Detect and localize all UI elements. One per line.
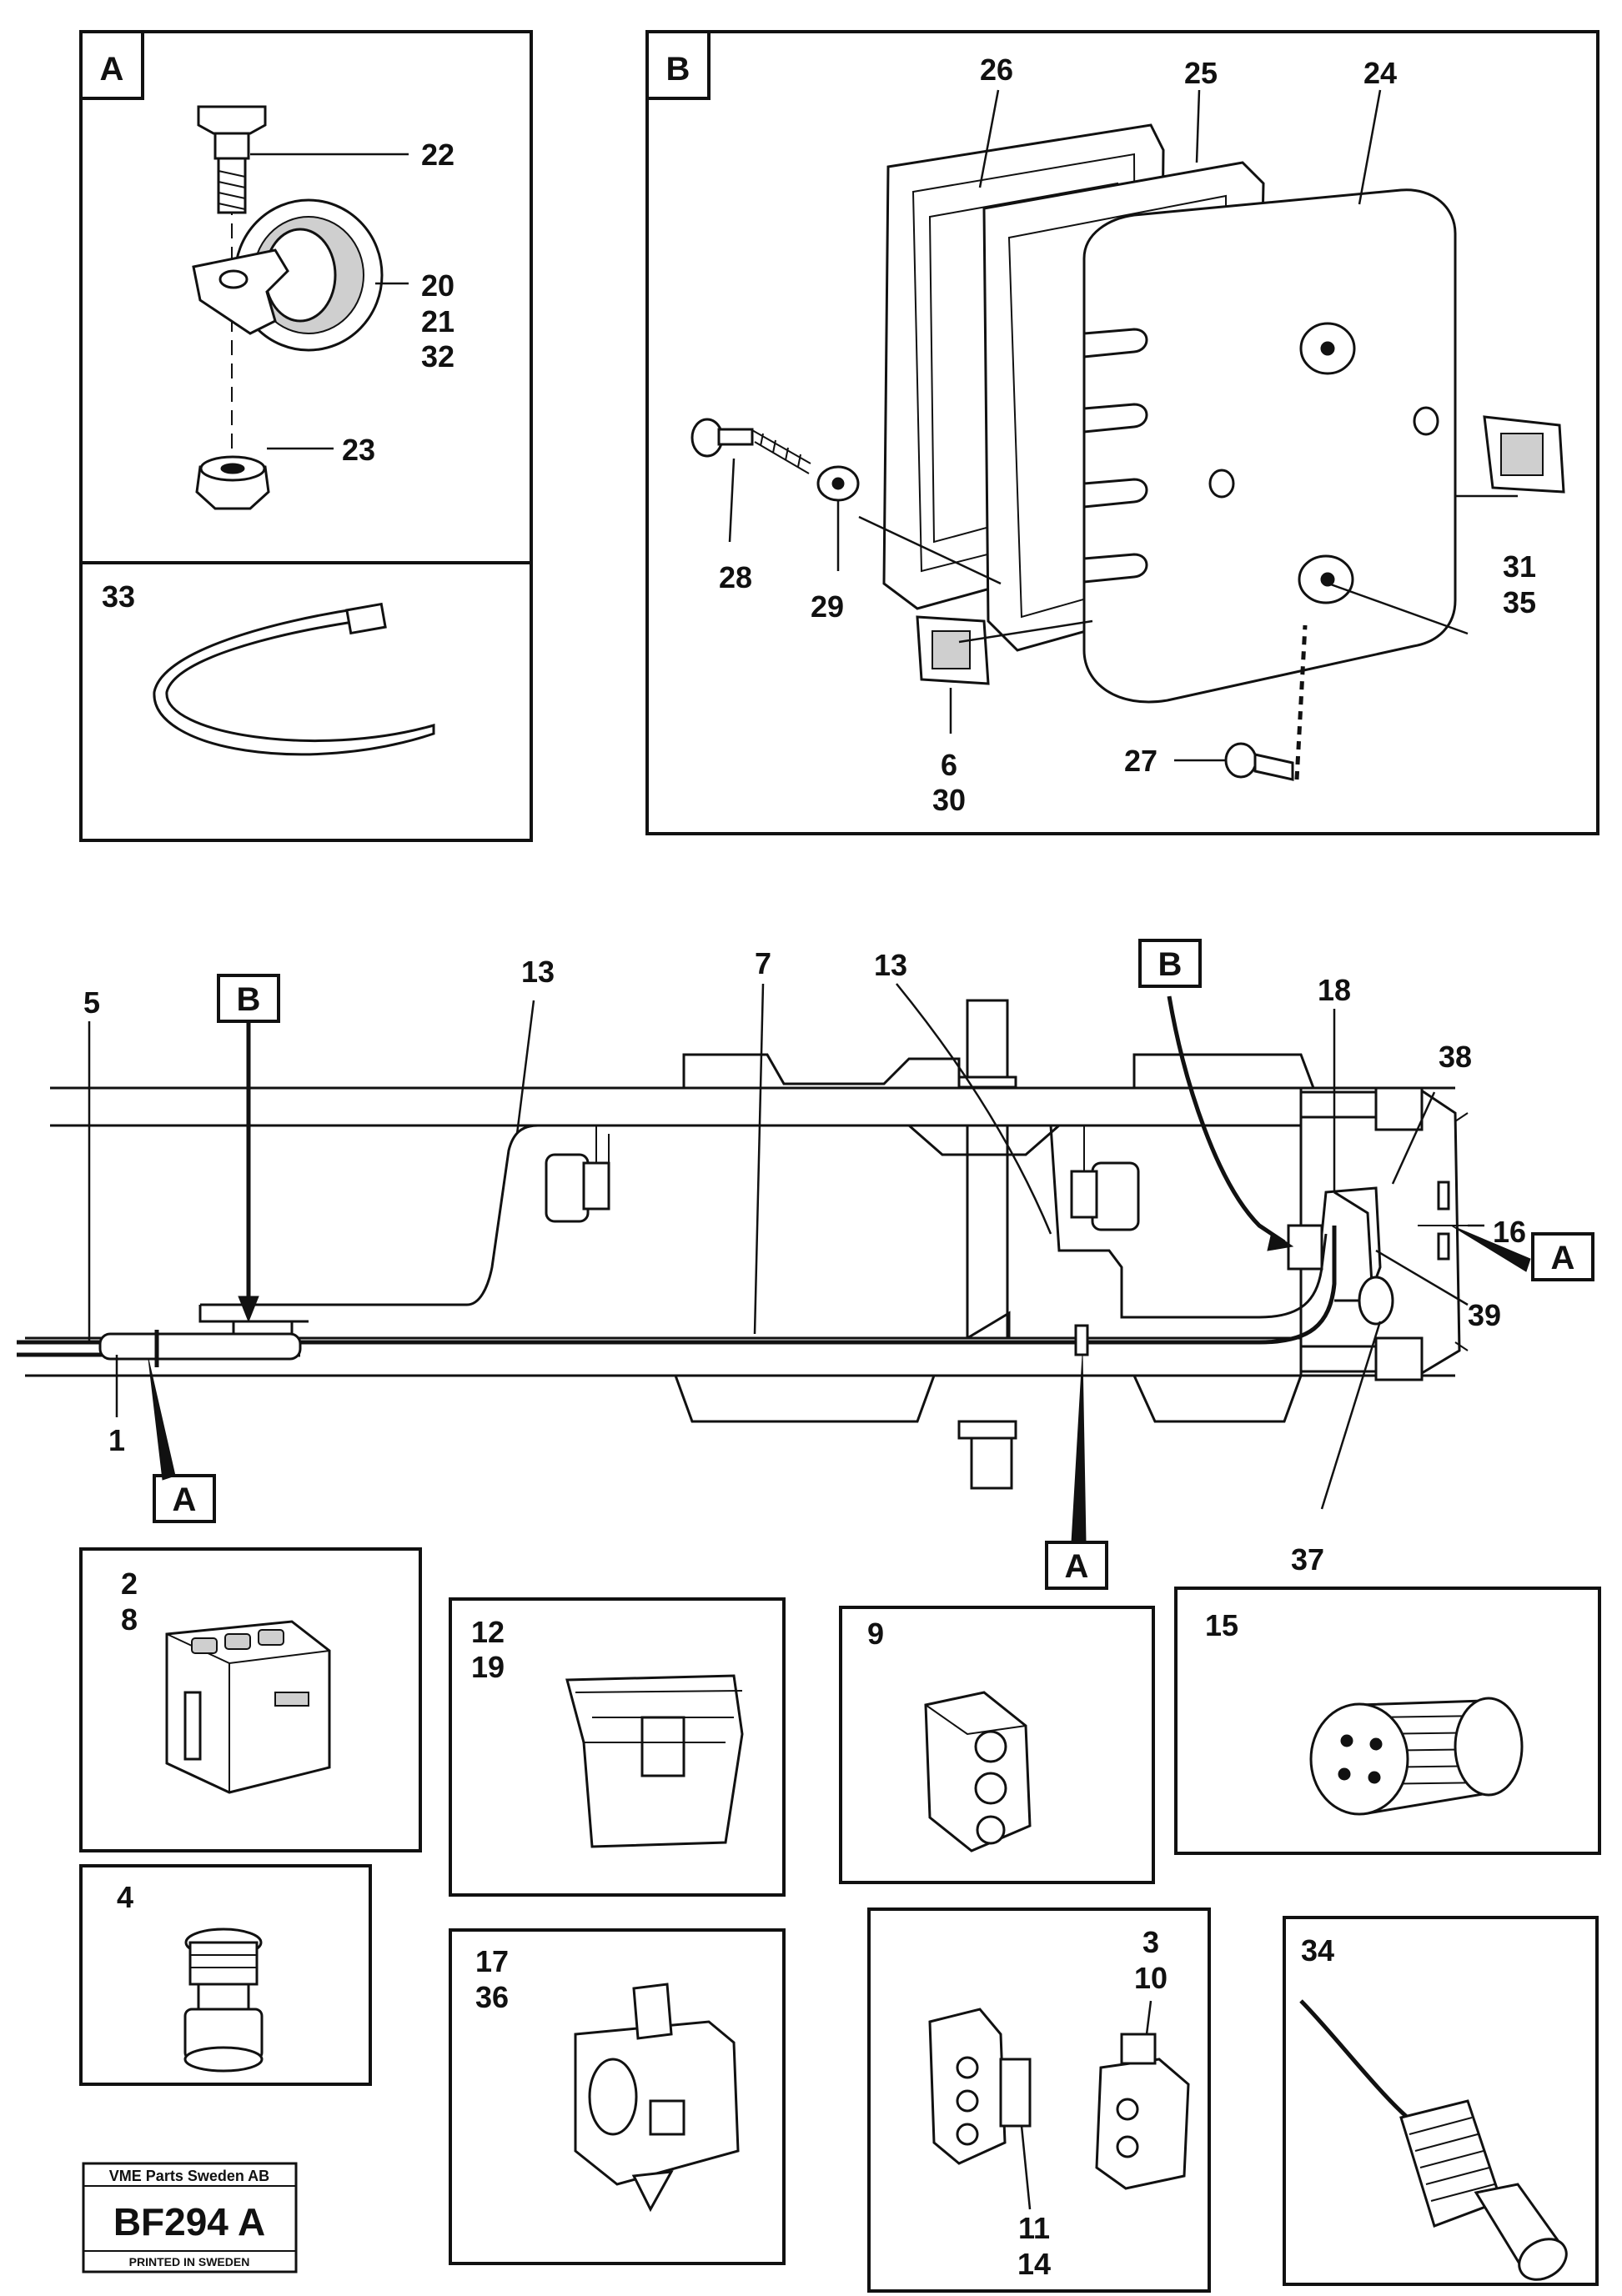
label-32: 32 (421, 339, 454, 373)
cable-tie-icon (153, 602, 435, 756)
label-22: 22 (421, 138, 454, 172)
clip-31-icon (1483, 415, 1565, 494)
label-36: 36 (475, 1980, 509, 2014)
callout-b-left: B (217, 974, 280, 1023)
clip-6-icon (916, 615, 990, 685)
label-25: 25 (1184, 56, 1218, 90)
bolt-22-icon (197, 105, 267, 214)
stamp-printed: PRINTED IN SWEDEN (129, 2255, 250, 2268)
svg-text:A: A (1065, 1548, 1089, 1585)
label-13-right: 13 (874, 948, 907, 982)
connector-male-icon (1095, 2000, 1190, 2190)
connector-housing-icon (565, 1674, 744, 1848)
panel-b-letter: B (666, 51, 690, 88)
label-18: 18 (1318, 973, 1351, 1007)
temperature-sensor-icon (1299, 1999, 1568, 2281)
label-31: 31 (1503, 549, 1536, 584)
connector-plug-icon (924, 1691, 1032, 1852)
panel-connector-17-36: 17 36 (449, 1928, 786, 2265)
connector-block-icon (165, 1620, 331, 1794)
label-33: 33 (102, 579, 135, 614)
stamp-company: VME Parts Sweden AB (109, 2168, 269, 2184)
label-38: 38 (1439, 1040, 1472, 1074)
label-35: 35 (1503, 585, 1536, 619)
label-8: 8 (121, 1602, 138, 1637)
label-24: 24 (1363, 56, 1397, 90)
label-17: 17 (475, 1944, 509, 1978)
panel-cable-tie: 33 (79, 561, 533, 842)
label-39: 39 (1468, 1298, 1501, 1332)
grommet-clamp-icon (192, 198, 384, 352)
label-23: 23 (342, 433, 375, 467)
label-11: 11 (1018, 2211, 1050, 2245)
callout-a-right: A (1531, 1232, 1594, 1281)
connector-female-icon (928, 2008, 1032, 2165)
panel-connector-12-19: 12 19 (449, 1597, 786, 1897)
callout-a-left: A (153, 1474, 216, 1523)
nut-23-icon (195, 455, 270, 510)
callout-b-right: B (1138, 939, 1202, 988)
label-30: 30 (932, 783, 966, 817)
panel-connector-2-8: 2 8 (79, 1547, 422, 1852)
label-6: 6 (941, 748, 957, 782)
svg-text:A: A (173, 1481, 197, 1518)
label-1: 1 (108, 1423, 125, 1457)
panel-connector-15: 15 (1174, 1587, 1601, 1855)
panel-a-letter: A (100, 51, 124, 88)
label-20: 20 (421, 268, 454, 303)
label-28: 28 (719, 560, 752, 594)
connector-socket-icon (574, 1983, 740, 2213)
label-19: 19 (471, 1650, 505, 1684)
stamp-code: BF294 A (113, 2200, 265, 2243)
sensor-right-icon (1070, 1125, 1140, 1231)
label-2: 2 (121, 1567, 138, 1601)
label-3: 3 (1142, 1925, 1159, 1959)
panel-connector-3-10-11-14: 3 10 11 14 (867, 1907, 1211, 2293)
label-4: 4 (117, 1880, 133, 1914)
label-9: 9 (867, 1617, 884, 1651)
label-13-left: 13 (521, 955, 555, 989)
label-10: 10 (1134, 1961, 1168, 1995)
label-14: 14 (1017, 2247, 1051, 2281)
label-7: 7 (755, 946, 771, 980)
label-15: 15 (1205, 1608, 1238, 1642)
svg-text:A: A (1551, 1240, 1575, 1276)
label-5: 5 (83, 985, 100, 1020)
label-26: 26 (980, 53, 1013, 87)
screw-28-icon (690, 418, 811, 474)
panel-connector-4: 4 (79, 1864, 372, 2086)
panel-b: B (645, 30, 1599, 835)
washer-29-icon (816, 465, 860, 502)
sensor-left-icon (545, 1125, 610, 1223)
label-16: 16 (1493, 1215, 1526, 1249)
panel-a: A 22 20 21 32 23 (79, 30, 533, 564)
callout-a-center: A (1045, 1541, 1108, 1590)
panel-sensor-34: 34 (1283, 1916, 1599, 2286)
label-27: 27 (1124, 744, 1157, 778)
label-37: 37 (1291, 1542, 1324, 1577)
cover-24-icon (1082, 188, 1457, 704)
label-34: 34 (1301, 1933, 1334, 1968)
svg-text:B: B (1158, 946, 1183, 983)
cable-gland-icon (183, 1928, 264, 2073)
svg-text:B: B (237, 981, 261, 1018)
chassis-harness-view: 5 13 7 13 18 38 16 39 1 37 B B A A A (17, 939, 1594, 1590)
panel-connector-9: 9 (839, 1606, 1155, 1884)
title-stamp: VME Parts Sweden AB BF294 A PRINTED IN S… (82, 2162, 298, 2273)
label-21: 21 (421, 304, 454, 338)
label-29: 29 (811, 589, 844, 624)
round-connector-icon (1309, 1697, 1524, 1816)
label-12: 12 (471, 1615, 505, 1649)
